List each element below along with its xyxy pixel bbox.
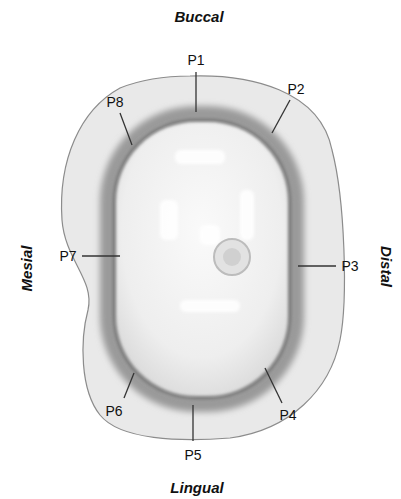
- callout-number: P8: [106, 95, 123, 109]
- preparation-surface: [114, 120, 290, 398]
- leader-lines: [82, 72, 336, 441]
- pin-mark-center: [223, 248, 241, 266]
- outer-margin: [62, 76, 345, 440]
- callout-number: P7: [59, 249, 76, 263]
- direction-label: Mesial: [19, 245, 34, 291]
- callout-number: P6: [105, 404, 122, 418]
- callout-number: P4: [279, 408, 296, 422]
- direction-label: Buccal: [174, 9, 223, 24]
- shoulder-band: [108, 114, 296, 404]
- callout-number: P2: [287, 82, 304, 96]
- callout-number: P1: [187, 53, 204, 67]
- direction-label: Distal: [378, 246, 393, 287]
- callout-number: P5: [184, 448, 201, 462]
- pin-mark: [214, 239, 250, 275]
- preparation-edge: [114, 120, 290, 398]
- direction-label: Lingual: [170, 480, 223, 495]
- surface-highlights: [160, 150, 254, 312]
- callout-number: P3: [341, 259, 358, 273]
